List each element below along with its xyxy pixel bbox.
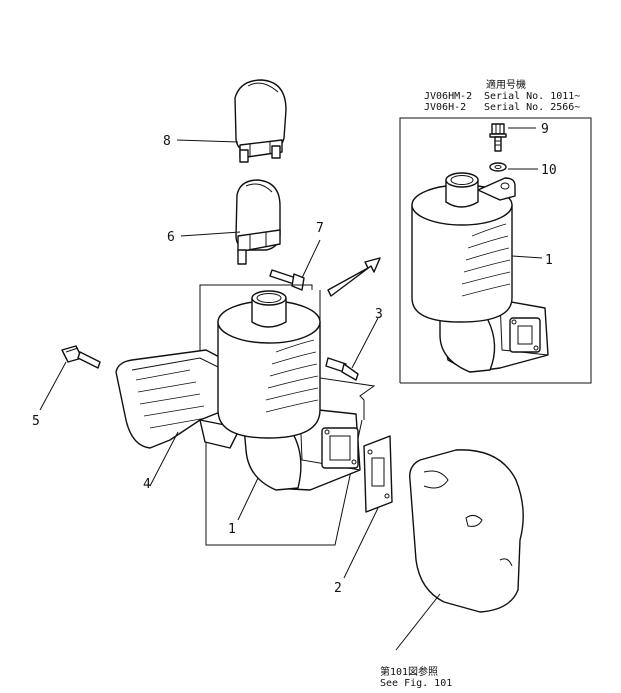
rain-cap-8	[176, 79, 287, 163]
serial-note-serial-1: Serial No. 1011~	[484, 91, 580, 102]
callout-5: 5	[32, 414, 40, 429]
bolt-7	[269, 239, 321, 291]
inset-frame	[399, 117, 592, 384]
bolt-5	[39, 345, 101, 411]
bolt-3	[325, 317, 379, 381]
serial-note-model-2: JV06H-2	[424, 102, 466, 113]
serial-note-header: 適用号機	[486, 78, 526, 91]
callout-4: 4	[143, 477, 151, 492]
callout-7: 7	[316, 221, 324, 236]
callout-2: 2	[334, 581, 342, 596]
inset-bolt-9	[489, 123, 536, 152]
inset-arrow	[327, 257, 381, 297]
serial-note-serial-2: Serial No. 2566~	[484, 102, 580, 113]
turbo-housing	[395, 449, 524, 651]
callout-1: 1	[228, 522, 236, 537]
rain-cap-6	[180, 179, 281, 265]
reference-note-en: See Fig. 101	[380, 678, 452, 688]
muffler-1	[217, 290, 361, 521]
gasket-2	[343, 435, 393, 579]
callout-1-inset: 1	[545, 253, 553, 268]
callout-9: 9	[541, 122, 549, 137]
reference-note-jp: 第101図参照	[380, 665, 438, 678]
callout-3: 3	[375, 307, 383, 322]
callout-8: 8	[163, 134, 171, 149]
callout-10: 10	[541, 163, 557, 178]
serial-note-model-1: JV06HM-2	[424, 91, 472, 102]
inset-washer-10	[489, 162, 538, 172]
serial-note: 適用号機 JV06HM-2 Serial No. 1011~ JV06H-2 S…	[424, 78, 580, 113]
inset-muffler	[411, 172, 549, 373]
callout-6: 6	[167, 230, 175, 245]
